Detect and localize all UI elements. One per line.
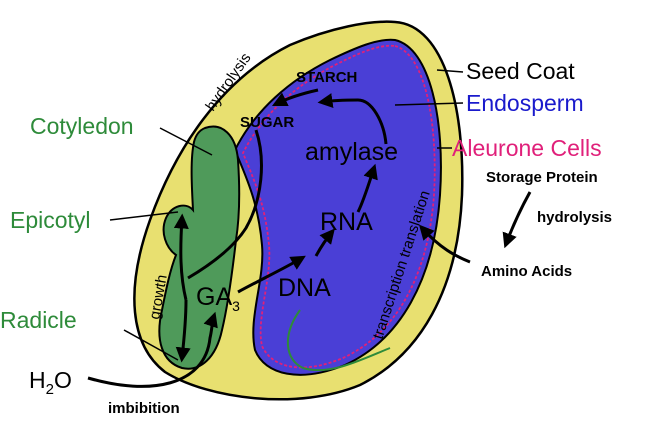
label-hydrolysis-right: hydrolysis: [537, 209, 612, 226]
arrow-water-to-ga3: [87, 311, 218, 388]
label-cotyledon: Cotyledon: [30, 113, 134, 139]
label-water: H2O: [29, 367, 72, 398]
label-rna: RNA: [320, 208, 373, 236]
label-epicotyl: Epicotyl: [10, 207, 91, 233]
pointer-seed-coat: [436, 69, 464, 73]
arrow-amino-to-aleurone: [418, 224, 471, 264]
arrow-growth-up: [173, 213, 189, 301]
arrow-amylase-to-starch: [317, 93, 388, 145]
pointer-radicle: [123, 329, 179, 361]
arrow-sugar-to-growth: [187, 129, 263, 280]
label-dna: DNA: [278, 274, 331, 302]
arrow-ga3-to-dna: [237, 255, 306, 294]
arrow-rna-to-amylase: [356, 163, 378, 213]
label-starch: STARCH: [296, 69, 357, 86]
label-amino-acids: Amino Acids: [481, 263, 572, 280]
label-ga3: GA3: [196, 283, 240, 314]
pointer-endosperm: [394, 102, 464, 106]
arrow-starch-to-sugar: [271, 88, 319, 107]
aleurone-layer: [242, 44, 436, 369]
label-storage-protein: Storage Protein: [486, 169, 598, 186]
embryo-shape: [158, 125, 241, 370]
label-seed-coat: Seed Coat: [466, 58, 575, 84]
pointer-cotyledon: [159, 127, 213, 156]
green-root-line: [286, 309, 391, 372]
label-sugar: SUGAR: [240, 114, 294, 131]
label-amylase: amylase: [305, 138, 398, 166]
label-aleurone: Aleurone Cells: [452, 135, 602, 161]
label-endosperm: Endosperm: [466, 90, 584, 116]
label-radicle: Radicle: [0, 307, 77, 333]
arrow-dna-to-rna: [314, 228, 335, 257]
label-imbibition: imbibition: [108, 400, 180, 417]
arrow-storage-to-amino: [502, 191, 532, 249]
endosperm-shape: [233, 38, 442, 376]
pointer-epicotyl: [109, 211, 179, 221]
arrow-growth-down: [175, 299, 191, 363]
